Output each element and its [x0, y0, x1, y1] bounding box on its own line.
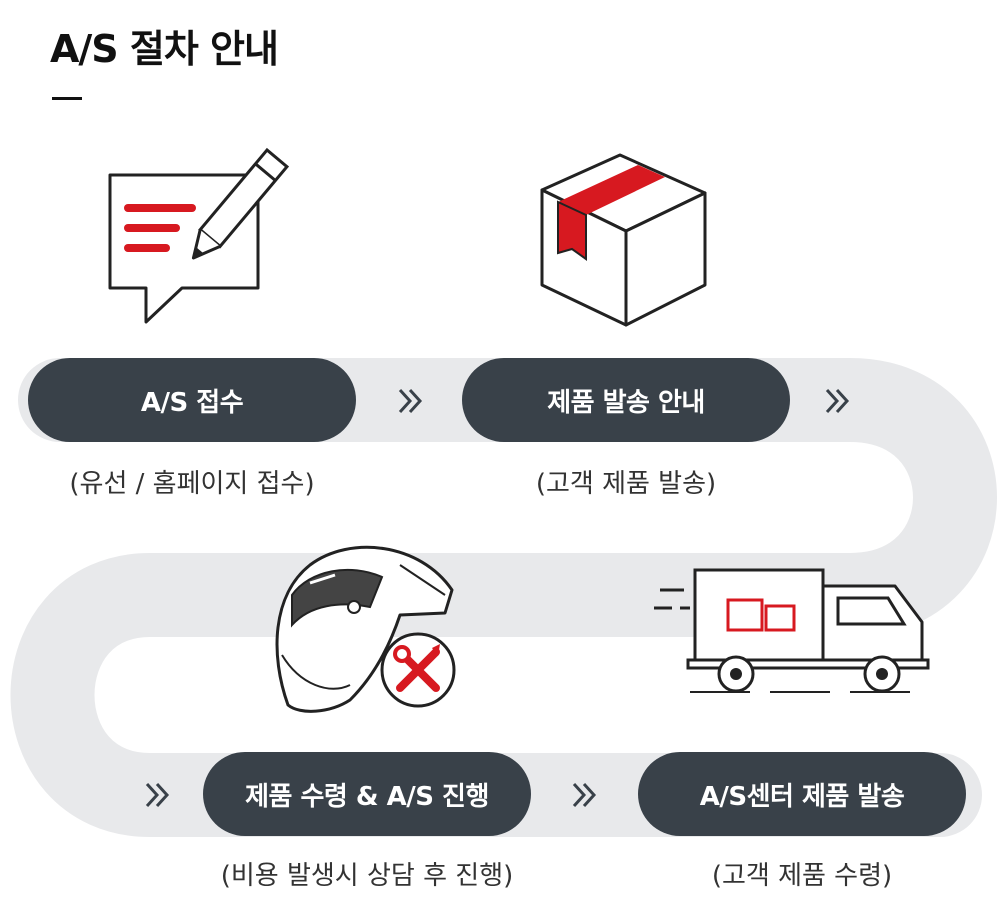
delivery-truck-icon	[654, 568, 930, 693]
chevron-right-icon	[825, 388, 850, 414]
document-pencil-icon	[108, 147, 290, 324]
chevron-right-icon	[398, 388, 423, 414]
step-4-label: A/S센터 제품 발송	[699, 781, 905, 812]
step-1-pill: A/S 접수	[28, 358, 356, 442]
step-2-label: 제품 발송 안내	[547, 387, 705, 418]
step-2-pill: 제품 발송 안내	[462, 358, 790, 442]
step-1-label: A/S 접수	[140, 387, 244, 418]
step-1-desc: (유선 / 홈페이지 접수)	[69, 469, 315, 499]
step-3-pill: 제품 수령 & A/S 진행	[203, 752, 531, 836]
chevron-right-icon	[145, 782, 170, 808]
chevron-right-icon	[572, 782, 597, 808]
step-4-pill: A/S센터 제품 발송	[638, 752, 966, 836]
step-3-label: 제품 수령 & A/S 진행	[245, 781, 489, 812]
step-2-desc: (고객 제품 발송)	[535, 469, 717, 499]
page-title: A/S 절차 안내	[50, 27, 279, 71]
step-4-desc: (고객 제품 수령)	[711, 861, 893, 891]
box-icon	[540, 153, 707, 327]
step-3-desc: (비용 발생시 상담 후 진행)	[220, 861, 514, 891]
title-underline	[52, 97, 82, 100]
helmet-repair-icon	[275, 545, 456, 713]
